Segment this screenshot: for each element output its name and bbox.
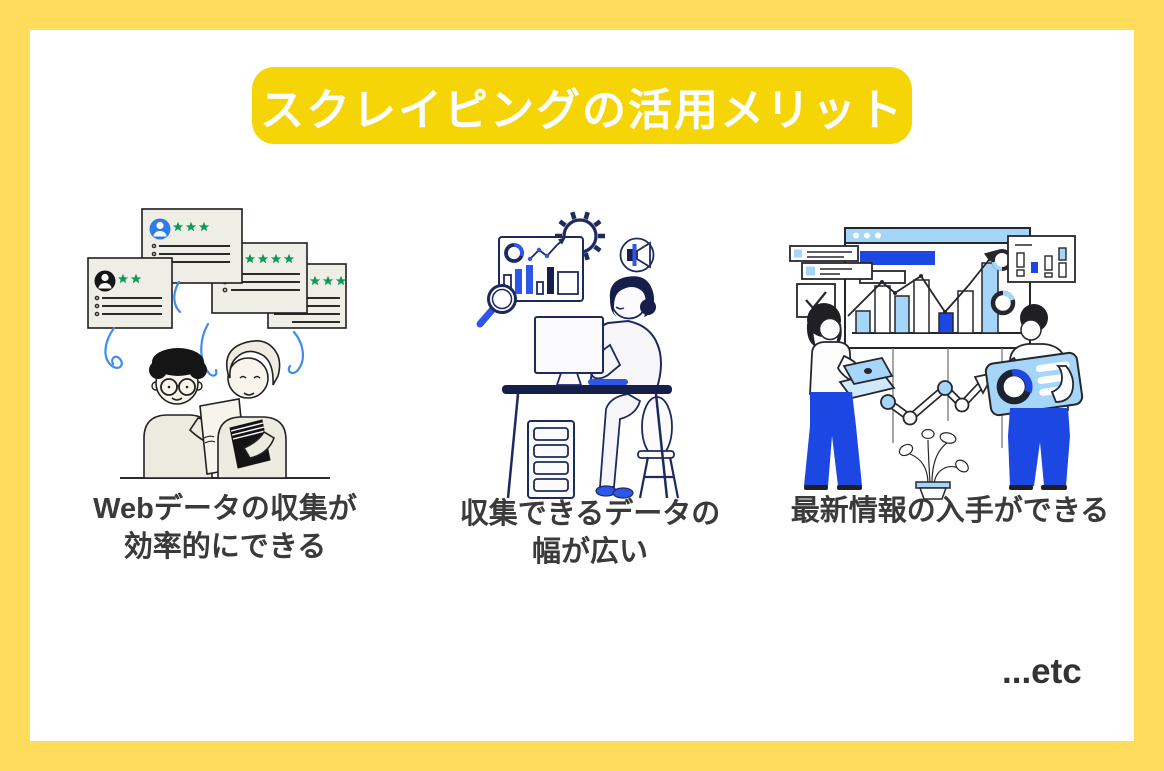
monitor	[534, 316, 604, 386]
title-banner: スクレイピングの活用メリット	[252, 67, 912, 144]
trend-arrow	[847, 250, 997, 317]
benefit-caption-2: 収集できるデータの 幅が広い	[430, 495, 750, 571]
magnifier-icon	[476, 284, 517, 328]
caption-line: Webデータの収集が	[93, 493, 357, 525]
glasses-icon	[160, 378, 178, 396]
illustration-data-analysis	[476, 211, 680, 499]
dashboard-panel	[498, 236, 584, 302]
megaphone-badge	[619, 237, 655, 273]
benefit-caption-3: 最新情報の入手ができる	[752, 492, 1148, 530]
man-with-feature-card	[984, 304, 1084, 490]
squiggle-decorations	[104, 280, 304, 377]
caption-line: 幅が広い	[531, 536, 648, 568]
illustration-latest-info	[789, 227, 1084, 500]
keyboard	[588, 379, 628, 385]
woman-with-laptop	[804, 303, 896, 490]
browser-window	[844, 227, 1031, 349]
caption-line: 効率的にできる	[123, 531, 327, 563]
caption-line: 収集できるデータの	[459, 498, 721, 530]
bar-chart-icon	[503, 265, 579, 295]
person-with-book	[217, 340, 287, 479]
plant	[898, 428, 969, 500]
dot-line-chart	[880, 371, 996, 426]
bar-chart	[852, 262, 1024, 334]
review-card-1	[141, 208, 243, 284]
stool-legs	[638, 456, 680, 499]
drawer-unit	[527, 420, 575, 499]
benefit-caption-1: Webデータの収集が 効率的にできる	[46, 490, 404, 566]
search-result-card-1	[789, 245, 859, 262]
donut-chart-2	[990, 290, 1016, 316]
pants	[1008, 408, 1070, 486]
mini-bar-chart-card	[1007, 235, 1076, 283]
page-title: スクレイピングの活用メリット	[260, 85, 904, 135]
stool-seat	[637, 450, 675, 459]
trend-line-icon	[527, 237, 566, 262]
seated-person	[588, 276, 662, 499]
caption-line: 最新情報の入手ができる	[790, 495, 1110, 527]
illustration-review-cards	[87, 208, 347, 479]
etc-label: ...etc	[1002, 652, 1082, 691]
search-result-card-2	[801, 262, 873, 280]
review-card-2	[87, 257, 173, 329]
pants	[804, 392, 862, 486]
desk	[502, 385, 672, 499]
shoe	[612, 487, 634, 499]
